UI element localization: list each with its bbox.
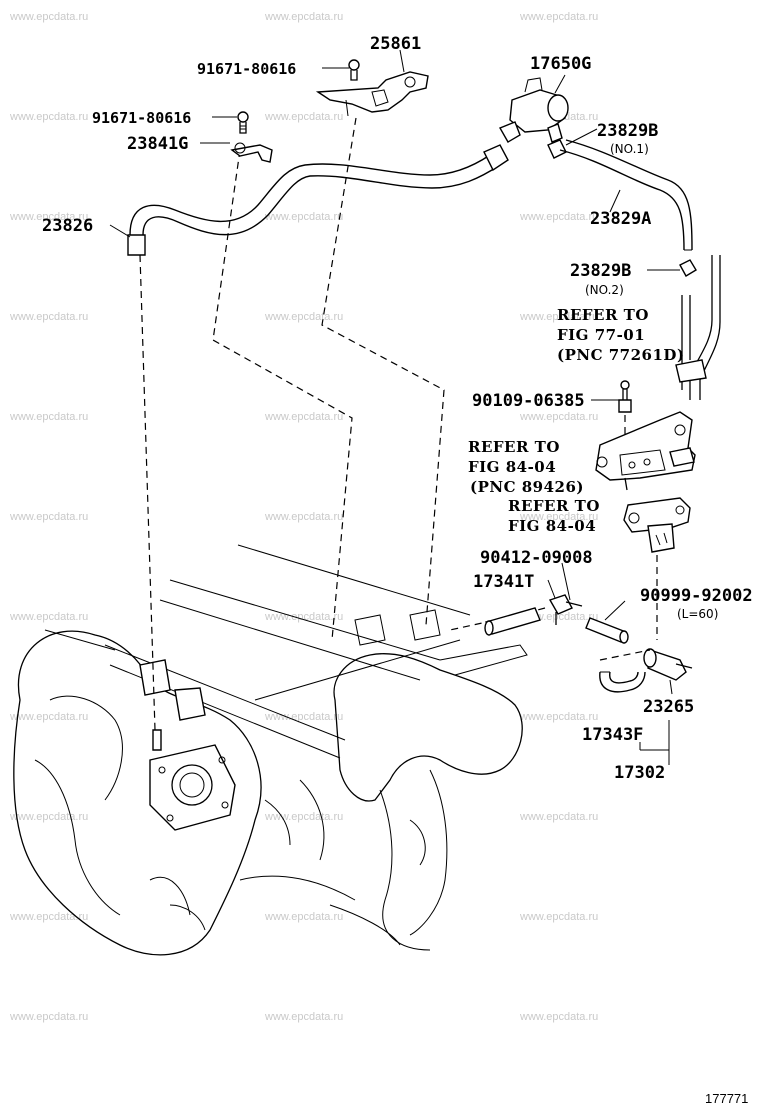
watermark: www.epcdata.ru xyxy=(9,811,88,823)
fuel-lines-fig-77-01 xyxy=(675,255,721,400)
sensor-bracket-89426 xyxy=(595,411,696,491)
watermark: www.epcdata.ru xyxy=(264,811,343,823)
watermark: www.epcdata.ru xyxy=(9,511,88,523)
label-23829b-no2: 23829B xyxy=(570,261,631,281)
label-90412-09008: 90412-09008 xyxy=(480,548,593,568)
screw-91671-mid xyxy=(237,111,249,134)
watermark: www.epcdata.ru xyxy=(9,11,88,23)
refer-to-line: REFER TO xyxy=(468,438,560,456)
screw-91671-top xyxy=(348,59,360,81)
label-23826: 23826 xyxy=(42,216,93,236)
watermark: www.epcdata.ru xyxy=(264,11,343,23)
label-90109-06385: 90109-06385 xyxy=(472,391,585,411)
watermark: www.epcdata.ru xyxy=(264,611,343,623)
label-17341t: 17341T xyxy=(473,572,534,592)
hose-90999 xyxy=(585,617,629,644)
watermark: www.epcdata.ru xyxy=(264,111,343,123)
watermark: www.epcdata.ru xyxy=(9,611,88,623)
label-90999-92002: 90999-92002 xyxy=(640,586,753,606)
watermark: www.epcdata.ru xyxy=(264,211,343,223)
watermark: www.epcdata.ru xyxy=(519,11,598,23)
pressure-sensor-fig-84-04 xyxy=(623,497,691,553)
note-no2: (NO.2) xyxy=(585,283,624,297)
label-91671-top: 91671-80616 xyxy=(197,60,296,78)
refer-fig-84-04: FIG 84-04 xyxy=(468,458,556,476)
watermark: www.epcdata.ru xyxy=(519,311,598,323)
label-25861: 25861 xyxy=(370,34,421,54)
label-17650g: 17650G xyxy=(530,54,591,74)
watermark: www.epcdata.ru xyxy=(9,911,88,923)
label-23841g: 23841G xyxy=(127,134,188,154)
note-l-60: (L=60) xyxy=(677,607,718,621)
watermark: www.epcdata.ru xyxy=(519,811,598,823)
leader-lines xyxy=(109,49,680,765)
watermark: www.epcdata.ru xyxy=(9,211,88,223)
refer-to-line: REFER TO xyxy=(557,306,649,324)
hose-23826 xyxy=(127,144,509,256)
watermark: www.epcdata.ru xyxy=(264,511,343,523)
watermark: www.epcdata.ru xyxy=(264,411,343,423)
watermark: www.epcdata.ru xyxy=(9,411,88,423)
refer-fig-77-01: FIG 77-01 xyxy=(557,326,645,344)
figure-id: 177771 xyxy=(705,1091,748,1106)
hose-17341t xyxy=(484,607,541,636)
hose-17343f xyxy=(599,649,651,693)
clip-23829b-no1 xyxy=(547,139,567,159)
watermark: www.epcdata.ru xyxy=(9,111,88,123)
watermark: www.epcdata.ru xyxy=(264,311,343,323)
watermark: www.epcdata.ru xyxy=(9,311,88,323)
filter-23265 xyxy=(643,648,693,681)
refer-to-line: REFER TO xyxy=(508,497,600,515)
refer-pnc-77261d: (PNC 77261D) xyxy=(557,346,685,364)
watermark: www.epcdata.ru xyxy=(519,511,598,523)
watermark: www.epcdata.ru xyxy=(264,711,343,723)
clamp-23841g xyxy=(230,142,273,163)
valve-17650g xyxy=(498,77,569,143)
part-labels: 25861 91671-80616 17650G 91671-80616 238… xyxy=(42,34,753,1106)
label-91671-mid: 91671-80616 xyxy=(92,109,191,127)
watermark: www.epcdata.ru xyxy=(519,711,598,723)
watermark: www.epcdata.ru xyxy=(264,1011,343,1023)
watermark: www.epcdata.ru xyxy=(519,1011,598,1023)
label-23265: 23265 xyxy=(643,697,694,717)
refer-fig-84-04: FIG 84-04 xyxy=(508,517,596,535)
bolt-90109 xyxy=(618,380,632,413)
refer-pnc-89426: (PNC 89426) xyxy=(470,478,584,496)
label-23829b-no1: 23829B xyxy=(597,121,658,141)
watermark: www.epcdata.ru xyxy=(9,1011,88,1023)
watermark-grid: www.epcdata.ru www.epcdata.ru www.epcdat… xyxy=(9,11,598,1023)
bracket-25861 xyxy=(315,71,429,117)
watermark: www.epcdata.ru xyxy=(519,911,598,923)
note-no1: (NO.1) xyxy=(610,142,649,156)
engine-illustration xyxy=(13,544,528,956)
reference-lines xyxy=(139,117,658,731)
watermark: www.epcdata.ru xyxy=(9,711,88,723)
clip-23829b-no2 xyxy=(679,259,697,277)
watermark: www.epcdata.ru xyxy=(264,911,343,923)
hose-23829a xyxy=(559,139,693,251)
union-90412 xyxy=(548,594,583,625)
label-23829a: 23829A xyxy=(590,209,651,229)
label-17343f: 17343F xyxy=(582,725,643,745)
label-17302: 17302 xyxy=(614,763,665,783)
watermark: www.epcdata.ru xyxy=(519,411,598,423)
watermark: www.epcdata.ru xyxy=(519,211,598,223)
